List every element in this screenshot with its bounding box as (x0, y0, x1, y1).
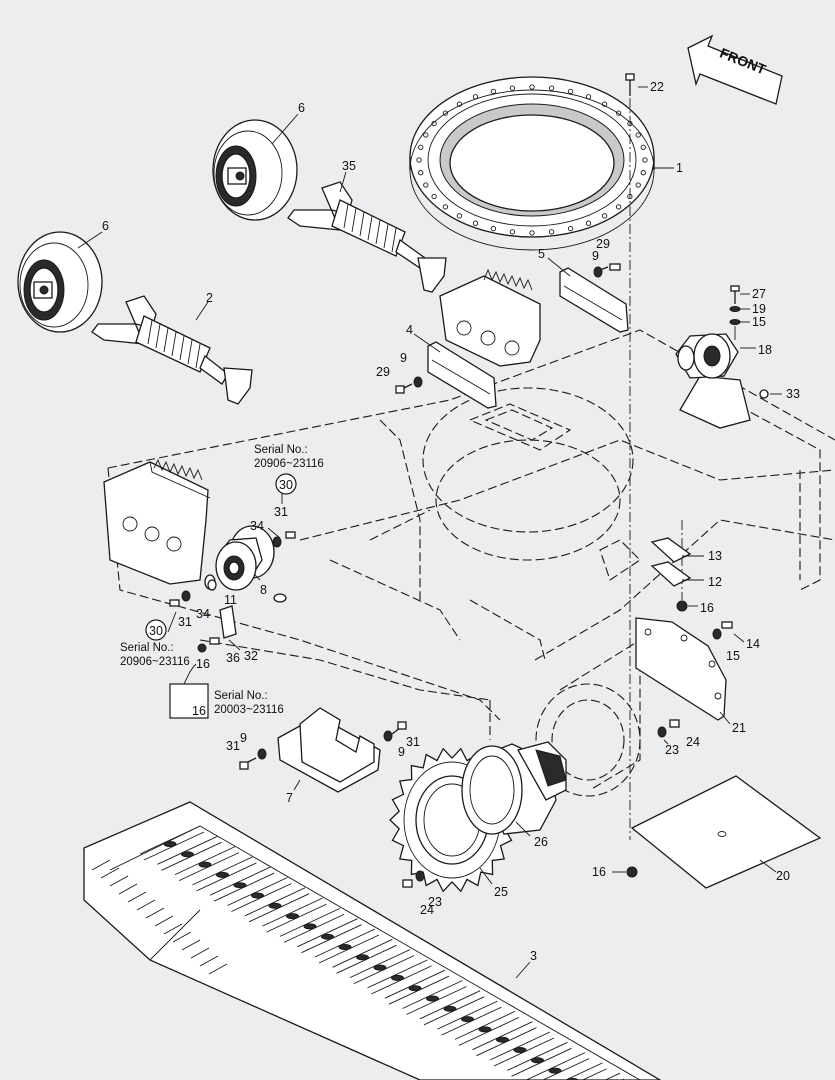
circled-callout-text: 30 (149, 624, 163, 638)
part-label-6: 6 (298, 101, 305, 115)
idler-wheel-upper (212, 119, 298, 221)
part-label-7: 7 (286, 791, 293, 805)
idler-wheel-lower (17, 231, 103, 333)
guard-plate-4 (427, 341, 497, 409)
part-label-12: 12 (708, 575, 722, 589)
part-label-27: 27 (752, 287, 766, 301)
serial-note-line2: 20906~23116 (120, 656, 190, 668)
part-label-6: 6 (102, 219, 109, 233)
part-label-4: 4 (406, 323, 413, 337)
part-label-9: 9 (398, 745, 405, 759)
part-label-31: 31 (274, 505, 288, 519)
serial-note-3: Serial No.: 20003~23116 (214, 690, 284, 716)
travel-motor-26 (461, 741, 567, 835)
part-label-22: 22 (650, 80, 664, 94)
part-label-24: 24 (686, 735, 700, 749)
guard-plate-5 (559, 267, 629, 333)
shims-12-13 (650, 537, 692, 587)
serial-note-line2: 20003~23116 (214, 704, 284, 716)
part-label-34: 34 (250, 519, 264, 533)
part-label-19: 19 (752, 302, 766, 316)
boxed-callout-number: 16 (192, 704, 206, 718)
part-label-13: 13 (708, 549, 722, 563)
bottom-plate-20 (630, 775, 822, 889)
part-label-35: 35 (342, 159, 356, 173)
track-frame (107, 329, 835, 797)
frame-side-plate-right (439, 268, 541, 367)
part-number-labels: 1234566789999111213141515161616181920212… (102, 80, 800, 963)
part-label-9: 9 (240, 731, 247, 745)
serial-note-2: Serial No.: 20906~23116 (120, 642, 190, 668)
front-arrow: FRONT (687, 34, 783, 105)
part-label-9: 9 (400, 351, 407, 365)
part-label-32: 32 (244, 649, 258, 663)
track-chain-3 (83, 801, 662, 1080)
cover-21 (635, 617, 727, 721)
fasteners (169, 263, 733, 888)
bracket-7 (277, 707, 381, 793)
track-roller-8 (215, 525, 275, 591)
bolt-stack-27 (729, 285, 741, 340)
part-label-15: 15 (752, 315, 766, 329)
circled-callout-30-b: 30 (145, 619, 167, 641)
part-label-9: 9 (592, 249, 599, 263)
part-label-21: 21 (732, 721, 746, 735)
frame-bracket-right (679, 375, 751, 429)
part-label-24: 24 (420, 903, 434, 917)
part-label-31: 31 (226, 739, 240, 753)
serial-note-line1: Serial No.: (254, 444, 308, 456)
part-label-16: 16 (700, 601, 714, 615)
serial-note-line1: Serial No.: (120, 642, 174, 654)
part-label-15: 15 (726, 649, 740, 663)
frame-side-plate-left (103, 458, 211, 585)
part-label-23: 23 (665, 743, 679, 757)
part-label-16: 16 (196, 657, 210, 671)
bearing-bolt-holes (416, 84, 648, 236)
part-label-1: 1 (676, 161, 683, 175)
part-label-18: 18 (758, 343, 772, 357)
part-label-34: 34 (196, 607, 210, 621)
serial-note-line2: 20906~23116 (254, 458, 324, 470)
part-label-25: 25 (494, 885, 508, 899)
part-label-31: 31 (178, 615, 192, 629)
serial-note-1: Serial No.: 20906~23116 (254, 444, 324, 470)
part-label-11: 11 (224, 593, 237, 607)
part-label-33: 33 (786, 387, 800, 401)
part-label-16: 16 (592, 865, 606, 879)
part-label-29: 29 (596, 237, 610, 251)
boxed-callout-16: 16 (169, 683, 209, 719)
part-label-3: 3 (530, 949, 537, 963)
track-adjuster-lower (91, 295, 253, 405)
leader-lines (77, 86, 782, 979)
swing-bearing (409, 76, 655, 251)
part-label-14: 14 (746, 637, 760, 651)
serial-note-line1: Serial No.: (214, 690, 268, 702)
bolt-22 (625, 73, 635, 96)
part-label-31: 31 (406, 735, 420, 749)
part-label-20: 20 (776, 869, 790, 883)
part-label-2: 2 (206, 291, 213, 305)
track-adjuster-upper (287, 181, 447, 293)
carrier-roller-18 (675, 333, 739, 379)
part-label-5: 5 (538, 247, 545, 261)
part-label-23: 23 (428, 895, 442, 909)
circled-callout-30-a: 30 (275, 473, 297, 495)
part-label-36: 36 (226, 651, 240, 665)
circled-callout-text: 30 (279, 478, 293, 492)
part-label-8: 8 (260, 583, 267, 597)
part-label-29: 29 (376, 365, 390, 379)
part-label-26: 26 (534, 835, 548, 849)
